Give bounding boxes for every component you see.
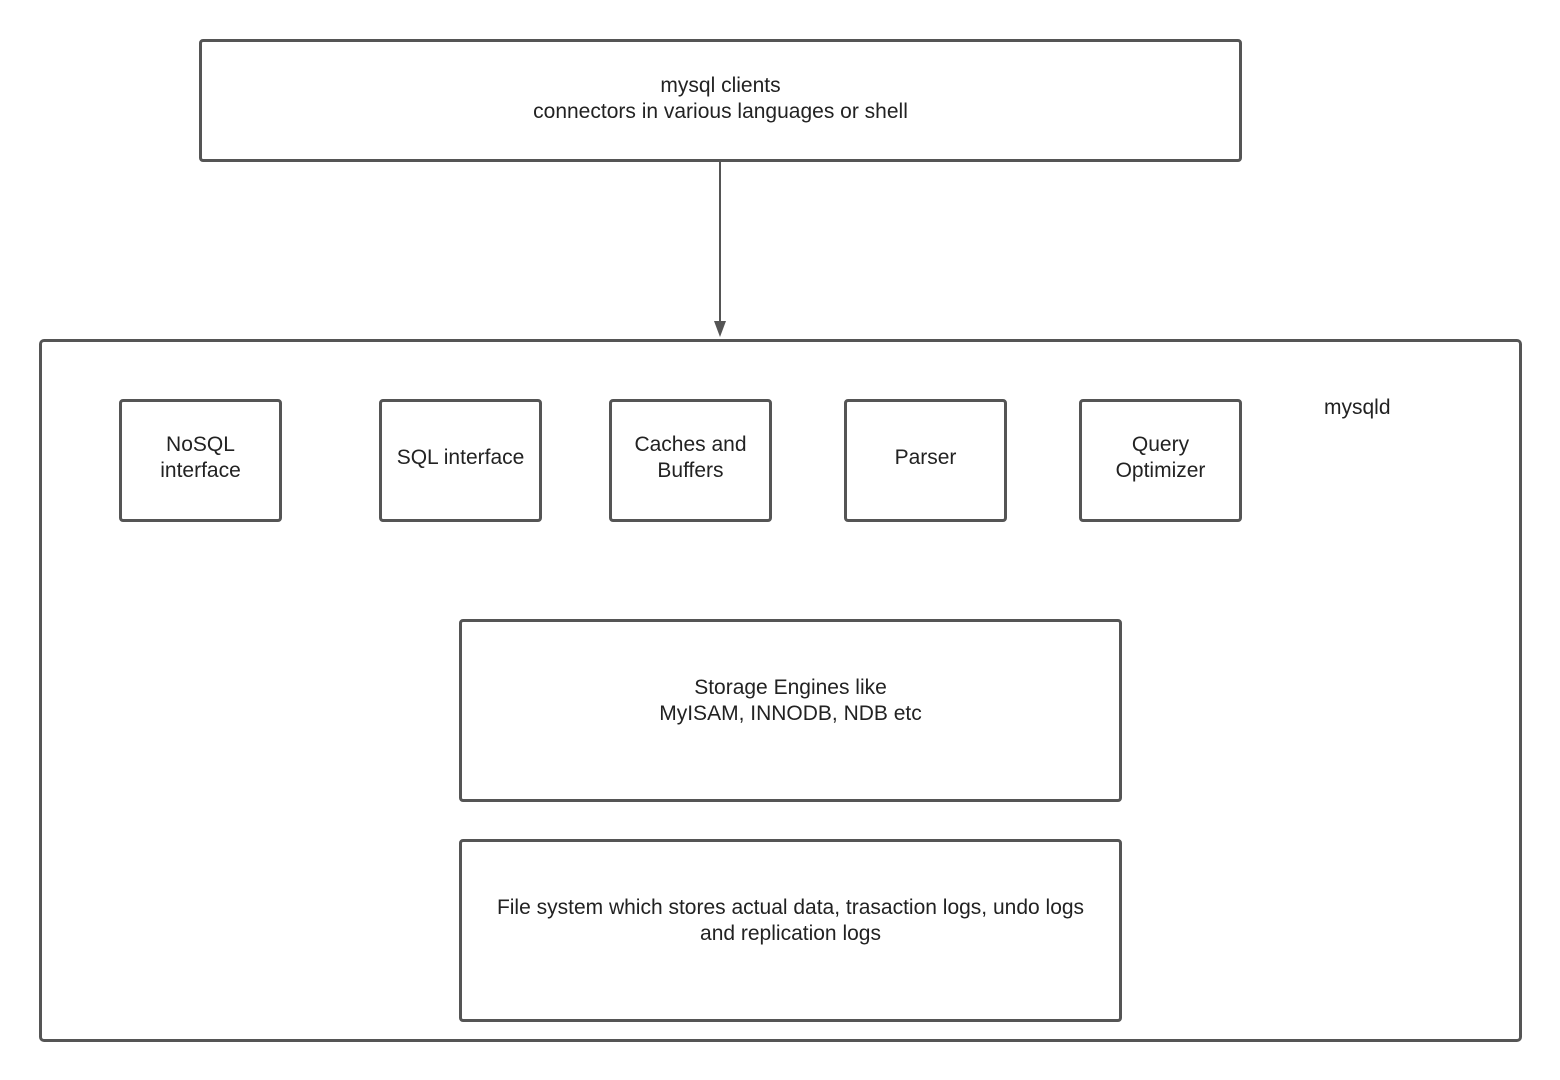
sql-interface-box: SQL interface — [379, 399, 542, 522]
query-optimizer-label: Query Optimizer — [1115, 433, 1206, 482]
storage-engines-label: Storage Engines like MyISAM, INNODB, NDB… — [659, 675, 922, 725]
sql-interface-label: SQL interface — [396, 446, 525, 469]
mysqld-label: mysqld — [1324, 396, 1391, 419]
parser-box: Parser — [844, 399, 1007, 522]
query-optimizer-box: Query Optimizer — [1079, 399, 1242, 522]
file-system-box: File system which stores actual data, tr… — [459, 839, 1122, 1022]
arrowhead-icon — [714, 321, 726, 337]
parser-label: Parser — [894, 446, 957, 469]
nosql-interface-box: NoSQL interface — [119, 399, 282, 522]
file-system-label: File system which stores actual data, tr… — [496, 895, 1085, 945]
storage-engines-box: Storage Engines like MyISAM, INNODB, NDB… — [459, 619, 1122, 802]
mysql-clients-label: mysql clients connectors in various lang… — [533, 73, 908, 123]
mysql-clients-box: mysql clients connectors in various lang… — [199, 39, 1242, 162]
caches-buffers-box: Caches and Buffers — [609, 399, 772, 522]
nosql-interface-label: NoSQL interface — [160, 433, 241, 482]
caches-buffers-label: Caches and Buffers — [634, 433, 747, 482]
